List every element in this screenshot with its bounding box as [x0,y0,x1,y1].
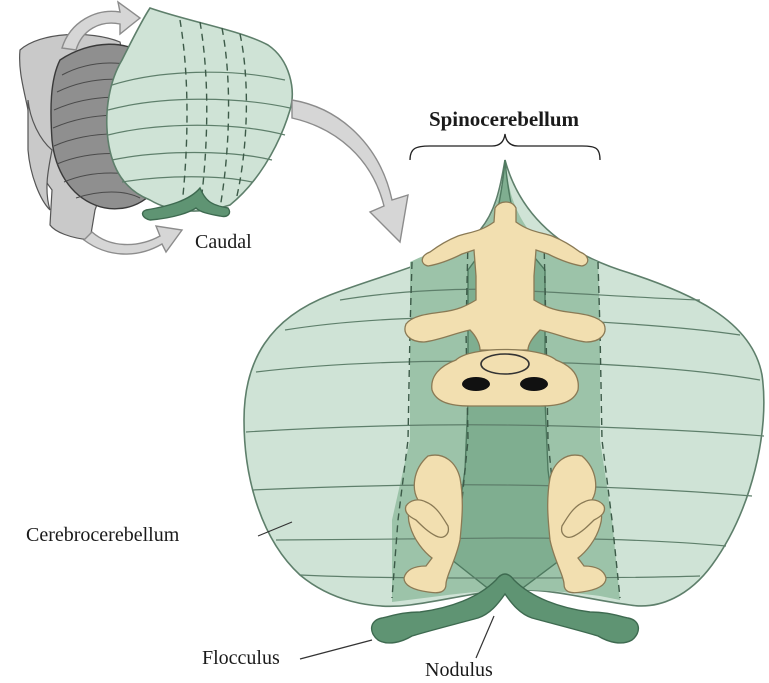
curved-arrow-bottom [84,226,182,254]
spinocerebellum-label: Spinocerebellum [429,107,580,131]
homunculus-eye-right [520,377,548,391]
big-curved-arrow [292,100,408,242]
caudal-label: Caudal [195,231,252,253]
homunculus-eye-left [462,377,490,391]
cerebrocerebellum-label: Cerebrocerebellum [26,524,180,546]
small-cerebellum-illustration [20,2,293,254]
flocculus-label: Flocculus [202,647,280,669]
homunculus-mouth [481,354,529,374]
unfolded-cerebellum [244,160,764,643]
nodulus-leader [476,616,494,658]
flocculus-leader [300,640,372,659]
spinocerebellum-brace [410,134,600,160]
nodulus-label: Nodulus [425,659,493,681]
